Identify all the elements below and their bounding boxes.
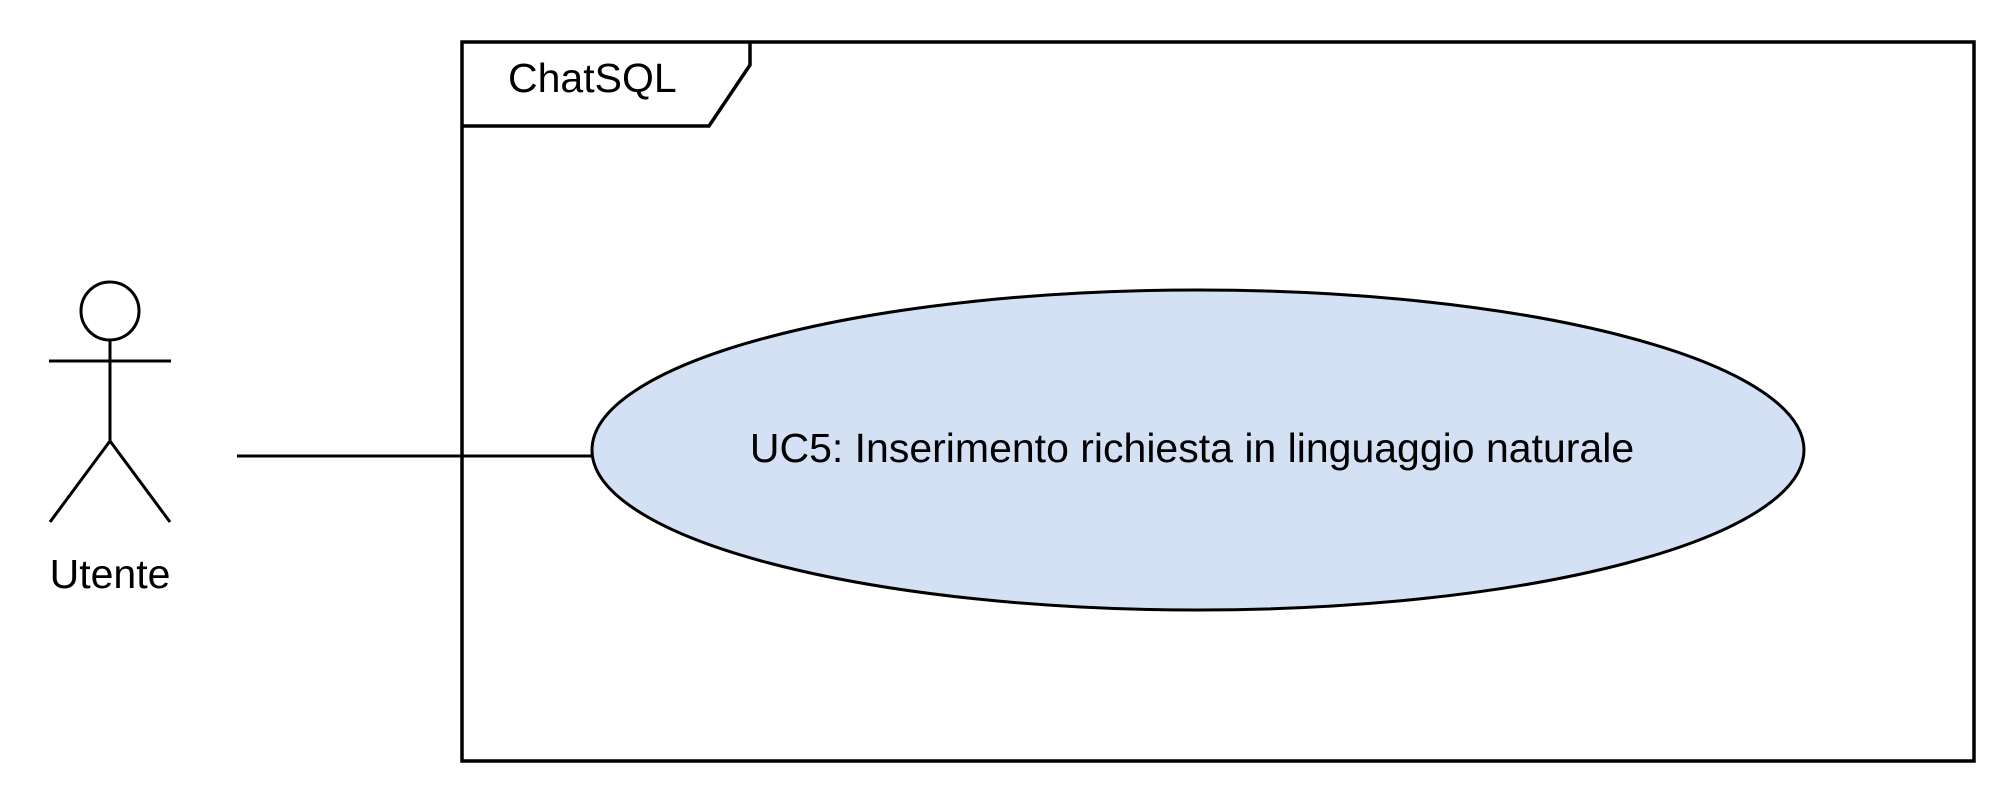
system-boundary-frame bbox=[460, 40, 1976, 763]
use-case-ellipse bbox=[590, 288, 1806, 612]
system-boundary: ChatSQL bbox=[460, 40, 1976, 763]
use-case-label: UC5: Inserimento richiesta in linguaggio… bbox=[750, 425, 1634, 471]
system-name-label: ChatSQL bbox=[508, 55, 677, 101]
system-name-tab bbox=[462, 42, 752, 128]
actor-label: Utente bbox=[50, 551, 171, 597]
actor-stick-figure-icon bbox=[48, 280, 172, 523]
actor-utente: Utente bbox=[48, 280, 172, 597]
use-case-uc5: UC5: Inserimento richiesta in linguaggio… bbox=[590, 288, 1806, 612]
